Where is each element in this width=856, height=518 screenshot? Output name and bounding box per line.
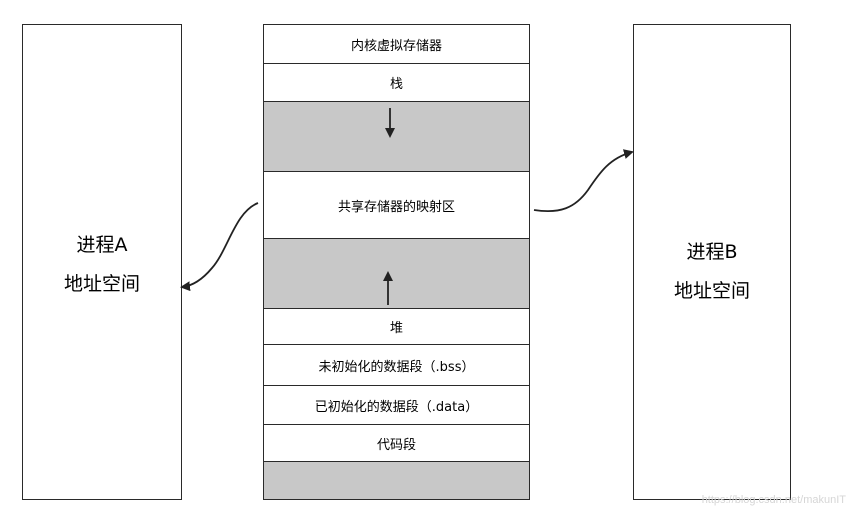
segment-bottom-reserved	[264, 462, 529, 499]
segment-data-label: 已初始化的数据段（.data）	[314, 399, 479, 415]
segment-heap: 堆	[264, 309, 529, 345]
segment-bss-label: 未初始化的数据段（.bss）	[318, 359, 475, 375]
segment-stack: 栈	[264, 64, 529, 102]
process-a-address-space: 进程A 地址空间	[22, 24, 182, 500]
segment-stack-label: 栈	[389, 77, 403, 92]
process-b-address-space: 进程B 地址空间	[633, 24, 791, 500]
process-a-label-line1: 进程A	[76, 234, 128, 256]
watermark: https://blog.csdn.net/makunIT	[701, 494, 846, 506]
segment-shared-mapping-label: 共享存储器的映射区	[337, 199, 455, 215]
segment-kernel-label: 内核虚拟存储器	[350, 38, 442, 54]
process-b-label-line1: 进程B	[686, 241, 738, 263]
segment-code-label: 代码段	[376, 437, 416, 453]
process-a-label-line2: 地址空间	[63, 273, 140, 295]
segment-code: 代码段	[264, 425, 529, 462]
segment-shared-memory-mapping: 共享存储器的映射区	[264, 172, 529, 239]
segment-data: 已初始化的数据段（.data）	[264, 386, 529, 425]
mapping-to-process-a-arrow	[180, 202, 259, 292]
process-b-label-line2: 地址空间	[673, 280, 750, 302]
segment-bss: 未初始化的数据段（.bss）	[264, 345, 529, 386]
mapping-to-process-b-arrow	[533, 149, 634, 213]
segment-stack-growth-gap	[264, 102, 529, 172]
segment-heap-label: 堆	[389, 321, 403, 336]
virtual-memory-layout: 内核虚拟存储器 栈 共享存储器的映射区 堆 未初始化的数据段（.bss） 已初始…	[263, 24, 530, 500]
segment-kernel-virtual-memory: 内核虚拟存储器	[264, 25, 529, 64]
segment-heap-growth-gap	[264, 239, 529, 309]
